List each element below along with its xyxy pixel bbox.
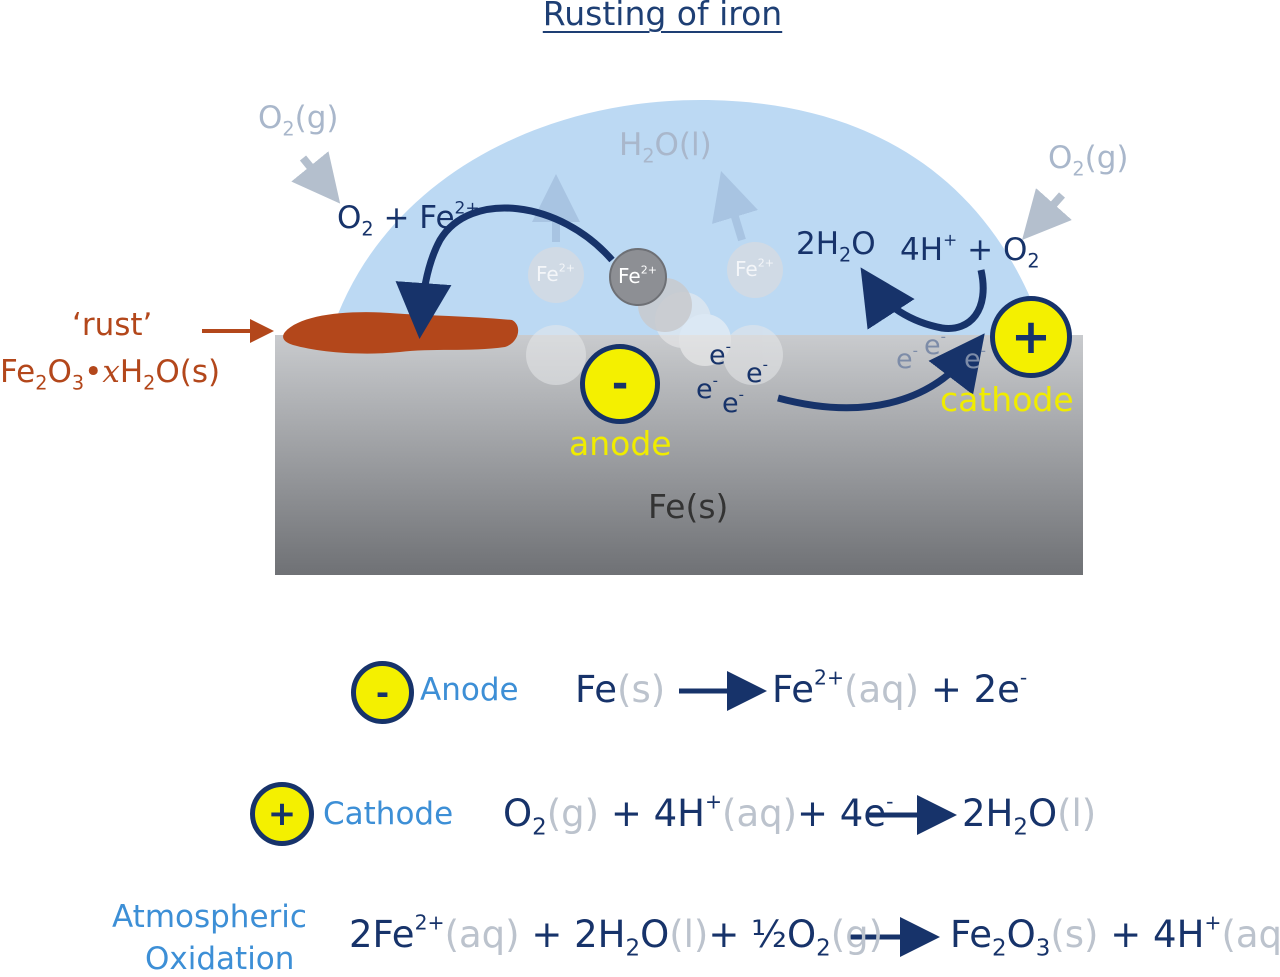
cathode-eq-label: Cathode: [323, 796, 454, 832]
oxygen-plus-iron-ion-label: O2 + Fe2+: [337, 198, 480, 241]
oxidation-label-line1: Atmospheric: [112, 899, 307, 935]
ion-ghost-label-2: Fe2+: [735, 256, 774, 281]
anode-eq-label: Anode: [420, 672, 519, 708]
electron: e-: [722, 385, 744, 419]
electron: e-: [896, 341, 918, 375]
arrow-electrons-to-cathode: [777, 333, 985, 412]
oxidation-label-line2: Oxidation: [145, 941, 295, 977]
electron: e-: [746, 355, 768, 389]
anode-eq-badge: -: [351, 661, 414, 724]
iron-metal-label: Fe(s): [648, 487, 729, 526]
electron: e-: [924, 327, 946, 361]
arrow-o2-left: [291, 151, 341, 204]
anode-label: anode: [569, 424, 672, 463]
ion-ghost-label-1: Fe2+: [536, 261, 575, 286]
electron: e-: [964, 341, 986, 375]
anode-badge: -: [580, 344, 660, 424]
arrow-ion-up-2: [712, 171, 758, 242]
electron: e-: [696, 371, 718, 405]
page-title: Rusting of iron: [542, 0, 783, 33]
cathode-badge: +: [990, 296, 1072, 378]
ion-label-active: Fe2+: [618, 263, 657, 288]
anode-reactant: Fe(s): [575, 668, 666, 711]
arrow-ion-to-rust: [395, 204, 615, 339]
anode-products: Fe2+(aq) + 2e-: [772, 665, 1028, 711]
oxidation-products: Fe2O3(s) + 4H+(aq): [950, 910, 1280, 962]
electron: e-: [709, 337, 731, 371]
rust-formula-label: Fe2O3•xH2O(s): [0, 354, 221, 395]
rust-label: ‘rust’: [72, 307, 153, 343]
o2-gas-right-label: O2(g): [1048, 140, 1129, 181]
o2-gas-left-label: O2(g): [258, 100, 339, 141]
iron-block: [275, 335, 1083, 575]
cathode-eq-badge: +: [250, 782, 314, 846]
water-product-label: 2H2O: [796, 226, 876, 267]
cathode-reactants: O2(g) + 4H+(aq)+ 4e-: [503, 789, 894, 841]
rust-deposit: [283, 312, 519, 354]
cathode-product: 2H2O(l): [962, 792, 1097, 841]
arrow-o2-right: [1022, 188, 1072, 240]
arrow-cathode-to-water: [860, 267, 987, 332]
oxidation-reactants: 2Fe2+(aq) + 2H2O(l)+ ½O2(g): [349, 910, 884, 962]
pale-ion-bubbles: [528, 242, 783, 332]
cathode-reactants-label: 4H+ + O2: [900, 230, 1040, 273]
water-vapour-label: H2O(l): [619, 127, 712, 168]
cathode-label: cathode: [940, 380, 1074, 419]
